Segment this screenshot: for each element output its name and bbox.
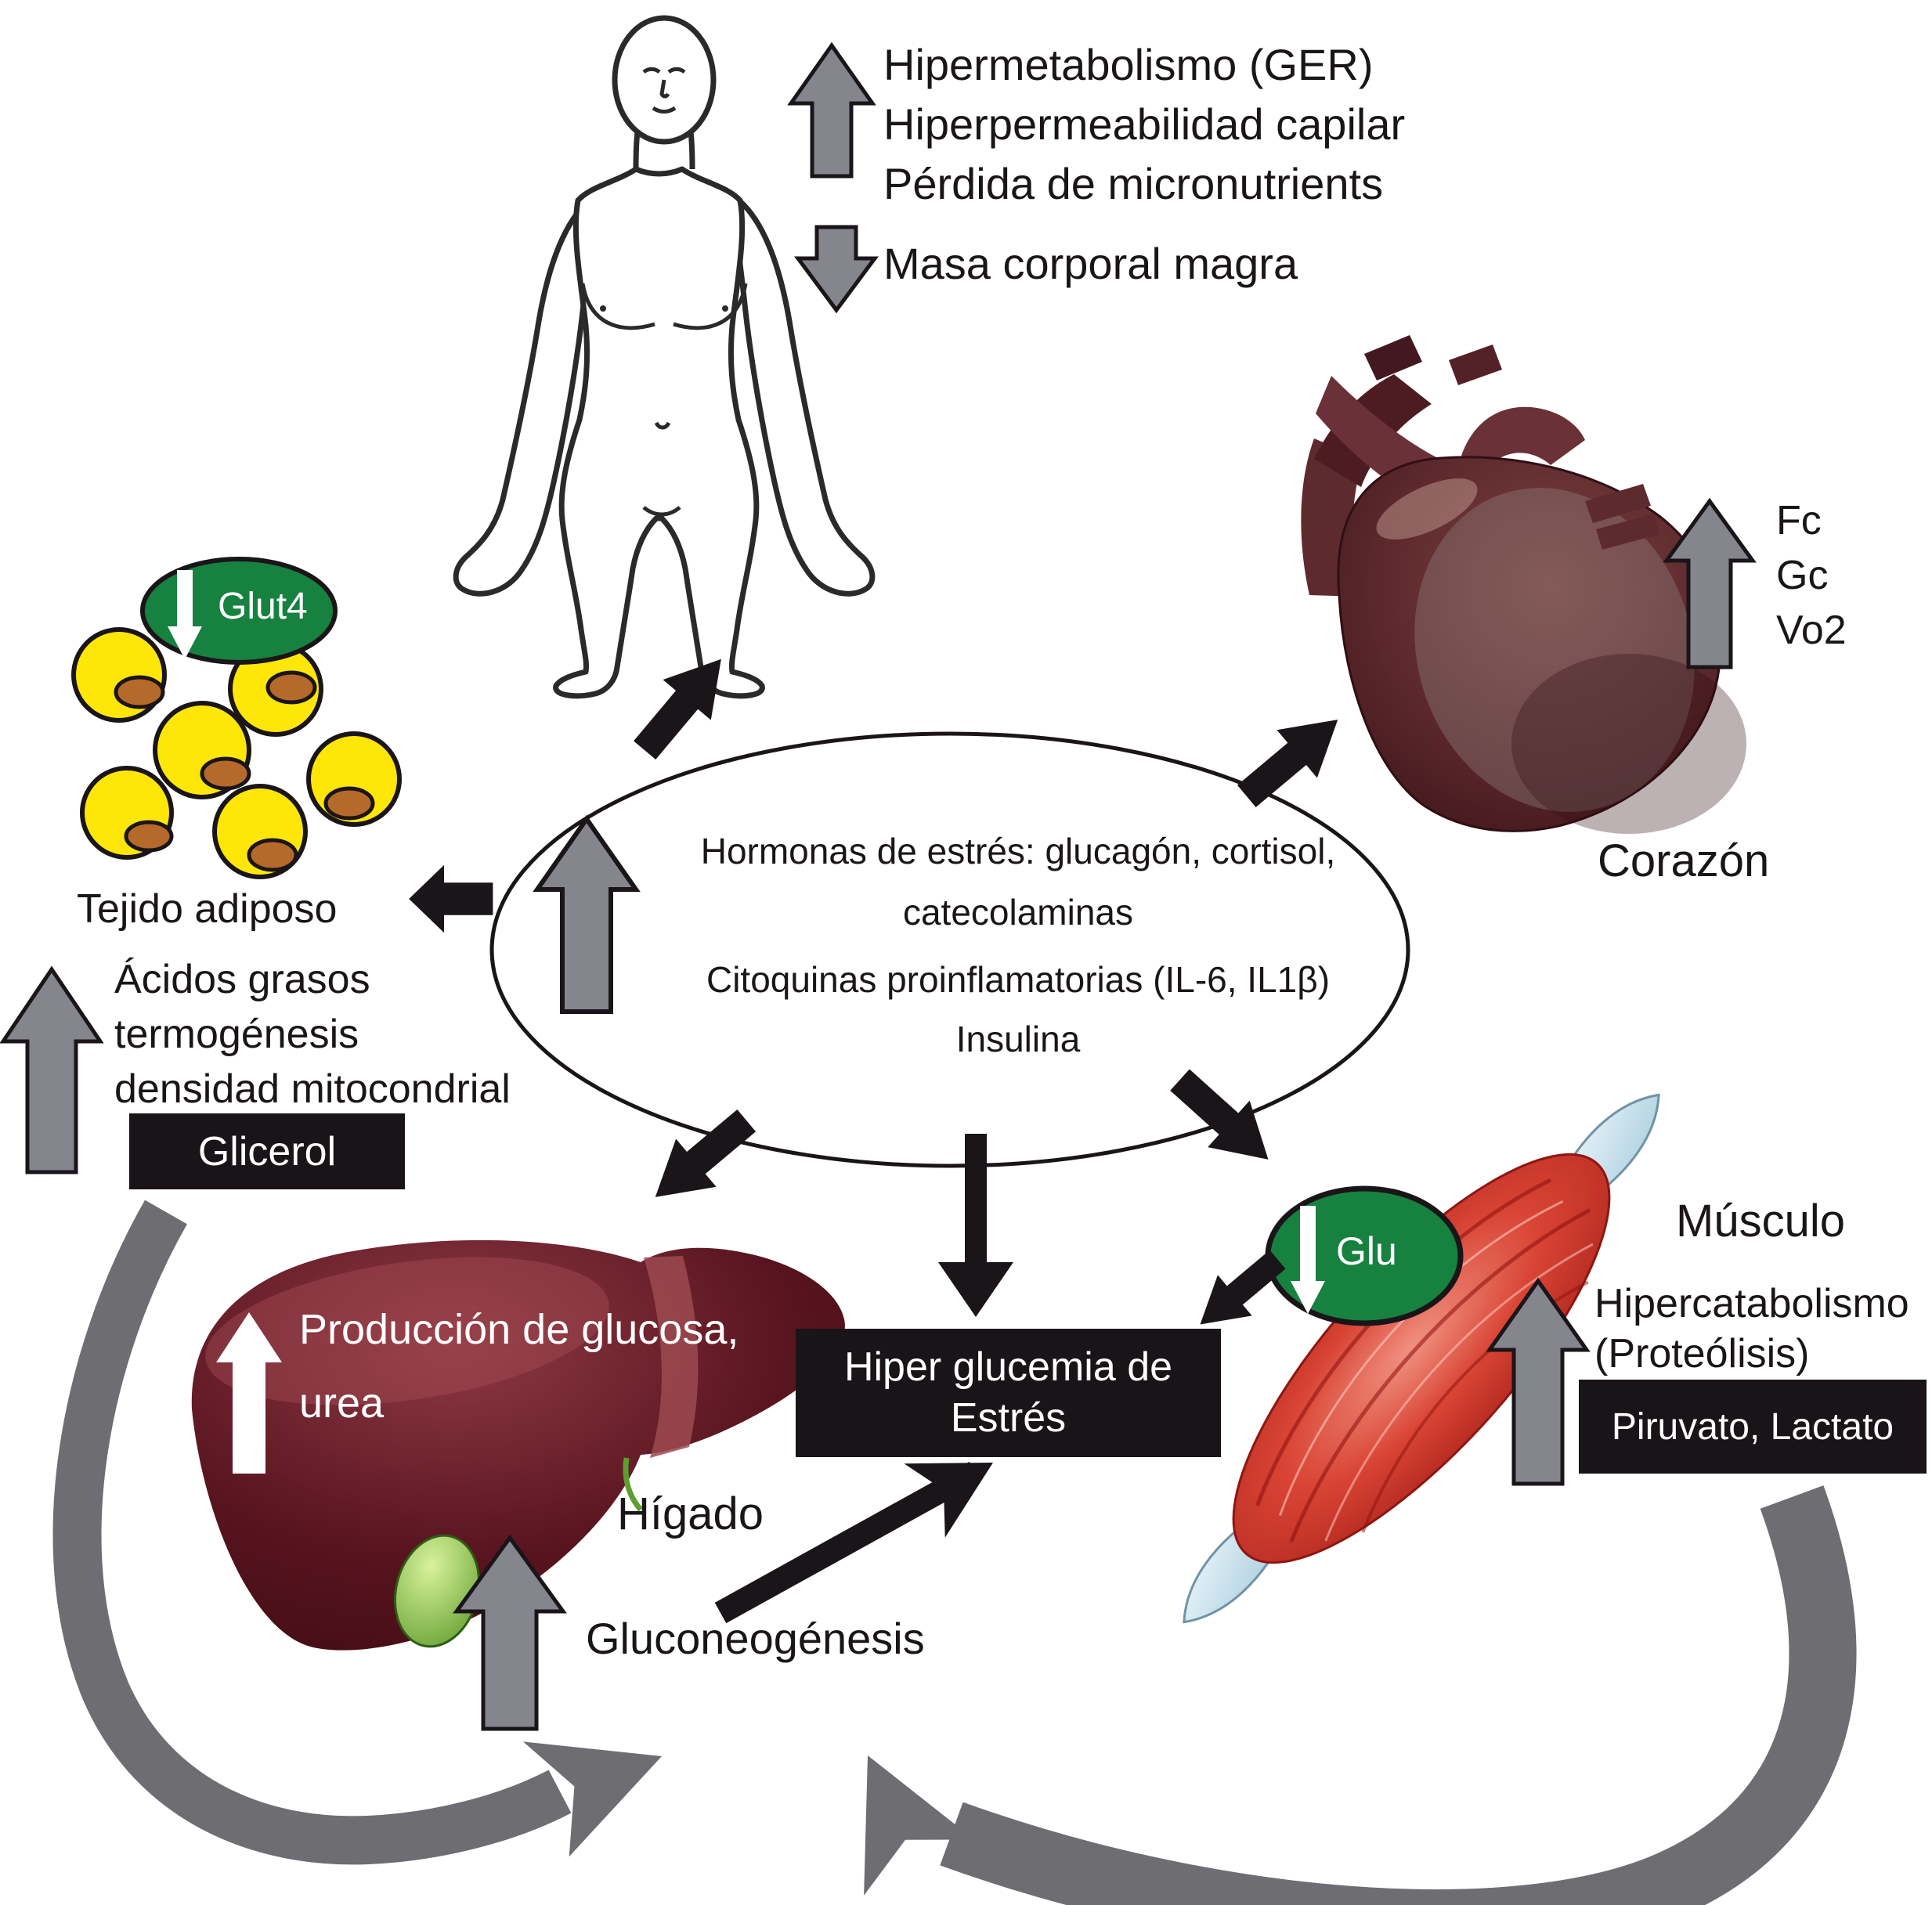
- heart-main-mass: [1337, 456, 1722, 832]
- hyperglycemia-box: Hiper glucemia de Estrés: [796, 1329, 1221, 1457]
- muscle-increase-arrow-icon: [1486, 1277, 1591, 1486]
- body-neck-lines: [633, 131, 695, 170]
- muscle-increase-line-1: Hipercatabolismo: [1594, 1281, 1909, 1326]
- arrow-to-liver-icon: [655, 1109, 757, 1197]
- adipose-increase-arrow-icon: [0, 965, 104, 1174]
- heart-highlight: [1376, 478, 1478, 539]
- mediators-up-arrow-icon: [533, 814, 641, 1014]
- arrow-gluconeogenesis-to-box-icon: [714, 1461, 993, 1624]
- body-increase-line-2: Hiperpermeabilidad capilar: [883, 99, 1406, 149]
- gluconeogenesis-label: Gluconeogénesis: [586, 1614, 925, 1663]
- heart-right-stub-1: [1585, 484, 1651, 523]
- body-increase-line-3: Pérdida de micronutrients: [883, 159, 1384, 208]
- hyperglycemia-box-line-2: Estrés: [950, 1395, 1067, 1441]
- arrow-to-body-icon: [634, 658, 721, 760]
- heart-increase-vo2: Vo2: [1776, 608, 1847, 653]
- heart-increase-gc: Gc: [1776, 553, 1829, 598]
- glicerol-cycle-arrowhead-icon: [522, 1741, 662, 1857]
- liver-white-up-arrow-icon: [216, 1312, 282, 1474]
- hyperglycemia-box-line-1: Hiper glucemia de: [843, 1344, 1173, 1390]
- body-right-arm: [730, 193, 876, 597]
- glu-down-arrow-icon: [1291, 1206, 1325, 1314]
- heart-aorta-arch: [1461, 406, 1585, 465]
- heart-right-stub-2: [1596, 514, 1660, 550]
- adipose-label: Tejido adiposo: [77, 886, 338, 932]
- piruvato-box-label: Piruvato, Lactato: [1611, 1405, 1894, 1448]
- adipose-increase-line-1: Ácidos grasos: [114, 957, 370, 1002]
- glicerol-cycle-curve: [52, 1200, 572, 1865]
- body-increase-arrow-icon: [787, 41, 876, 179]
- glut4-badge-label: Glut4: [218, 586, 308, 627]
- adipose-increase-line-2: termogénesis: [114, 1012, 359, 1057]
- curved-arrows: [52, 1200, 1857, 1905]
- arrow-glu-to-box-icon: [1200, 1250, 1286, 1325]
- mediators-ellipse: [489, 731, 1410, 1168]
- glut4-down-arrow-icon: [168, 570, 202, 659]
- arrow-ellipse-to-box-icon: [938, 1134, 1013, 1317]
- heart-increase-fc: Fc: [1776, 498, 1822, 543]
- liver-highlight: [205, 1257, 609, 1405]
- gluconeogenesis-arrow-icon: [453, 1534, 567, 1731]
- gray-arrows: [0, 41, 1757, 1731]
- body-torso-legs: [553, 166, 765, 699]
- arrow-to-heart-icon: [1237, 720, 1338, 807]
- arrow-to-muscle-icon: [1170, 1069, 1269, 1160]
- heart-illustration: [1301, 335, 1746, 834]
- piruvato-cycle-arrowhead-icon: [864, 1755, 975, 1896]
- liver-overlay-line-1: Producción de glucosa,: [299, 1306, 739, 1353]
- piruvato-box: Piruvato, Lactato: [1579, 1380, 1927, 1474]
- adipose-increase-line-3: densidad mitocondrial: [114, 1066, 511, 1112]
- body-details: [580, 67, 748, 517]
- adipose-cell-nuclei: [114, 670, 375, 872]
- heart-vessel-stub-1: [1364, 335, 1422, 381]
- liver-ligament: [644, 1256, 699, 1458]
- body-decrease-arrow-icon: [794, 225, 879, 314]
- muscle-label: Músculo: [1676, 1196, 1845, 1247]
- piruvato-cycle-curve: [940, 1485, 1857, 1905]
- mediators-line-3: Citoquinas proinflamatorias (IL-6, IL1β): [706, 959, 1331, 1000]
- heart-vessel-stub-2: [1449, 345, 1502, 385]
- glu-badge-label: Glu: [1336, 1229, 1397, 1273]
- liver-label: Hígado: [617, 1488, 764, 1539]
- heart-sheen: [1414, 488, 1695, 812]
- liver-overlay-line-2: urea: [299, 1380, 385, 1427]
- black-arrows: [409, 658, 1338, 1624]
- mediators-line-2: catecolaminas: [902, 892, 1134, 933]
- glicerol-box-label: Glicerol: [197, 1128, 337, 1174]
- glicerol-box: Glicerol: [129, 1113, 405, 1189]
- arrow-to-adipose-icon: [409, 864, 493, 933]
- mediators-line-1: Hormonas de estrés: glucagón, cortisol,: [700, 831, 1336, 871]
- liver-duct: [623, 1457, 643, 1512]
- body-increase-line-1: Hipermetabolismo (GER): [883, 40, 1374, 89]
- muscle-belly: [1232, 1153, 1611, 1564]
- adipose-cells: [71, 627, 402, 879]
- heart-label: Corazón: [1598, 835, 1770, 886]
- heart-shadow: [1511, 654, 1746, 834]
- mediators-line-4: Insulina: [955, 1019, 1081, 1059]
- heart-increase-arrow-icon: [1663, 497, 1757, 669]
- body-left-arm: [453, 193, 598, 597]
- muscle-increase-line-2: (Proteólisis): [1594, 1331, 1810, 1376]
- body-decrease-line: Masa corporal magra: [883, 239, 1298, 288]
- liver-illustration: [191, 1239, 845, 1651]
- human-body-figure: [453, 15, 876, 699]
